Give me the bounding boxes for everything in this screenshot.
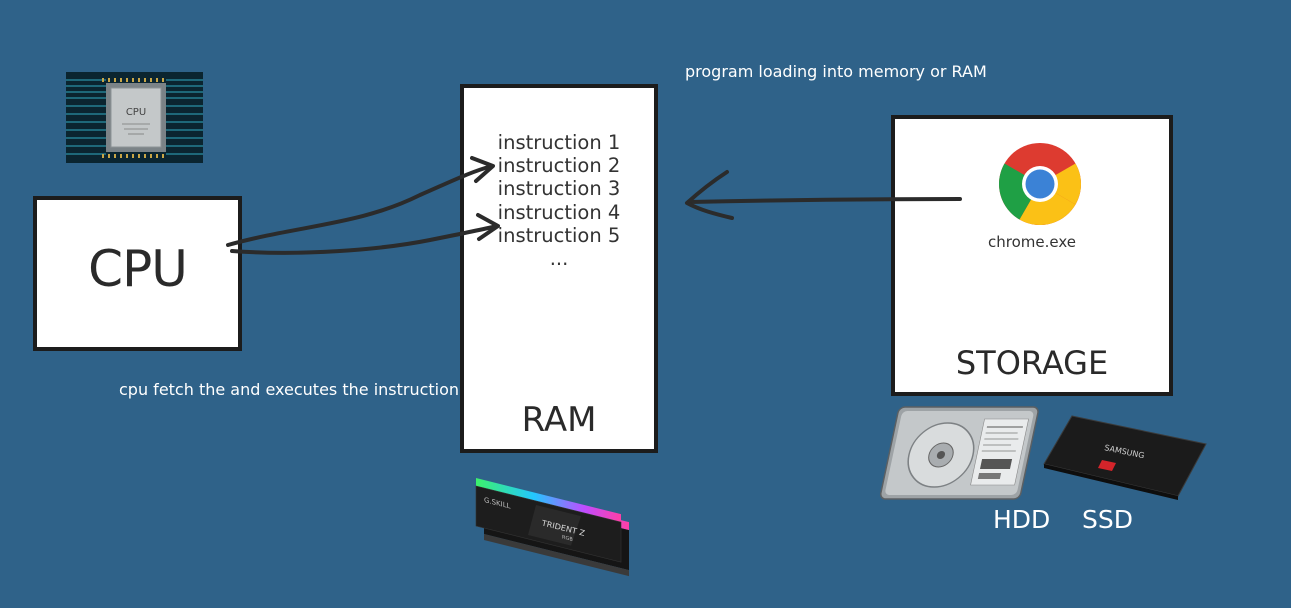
instruction-item: instruction 4 xyxy=(497,200,621,224)
load-arrowhead xyxy=(685,170,734,220)
ram-box: instruction 1 instruction 2 instruction … xyxy=(460,84,658,453)
fetch-arrow-lower xyxy=(230,224,499,255)
ram-module-image: G.SKILL TRIDENT Z RGB xyxy=(475,478,629,577)
instruction-ellipsis: ... xyxy=(549,247,569,271)
chrome-icon xyxy=(999,143,1081,225)
cpu-box: CPU xyxy=(33,196,242,351)
storage-label: STORAGE xyxy=(955,344,1109,382)
hdd-image xyxy=(879,406,1039,500)
fetch-arrowhead-upper xyxy=(470,156,495,183)
instruction-item: instruction 2 xyxy=(497,154,621,178)
hdd-label: HDD xyxy=(993,505,1051,534)
instruction-item: instruction 5 xyxy=(497,223,621,247)
ram-module-sub: RGB xyxy=(562,535,573,544)
cpu-fetch-caption: cpu fetch the and executes the instructi… xyxy=(119,380,460,399)
cpu-chip-image: CPU xyxy=(66,72,203,163)
chrome-exe-label: chrome.exe xyxy=(988,233,1076,251)
fetch-arrow-upper xyxy=(226,164,494,247)
load-arrow-line xyxy=(688,197,962,204)
instruction-item: instruction 1 xyxy=(497,131,621,154)
cpu-chip-label: CPU xyxy=(126,107,146,118)
instruction-list: instruction 1 instruction 2 instruction … xyxy=(464,131,654,270)
storage-box: chrome.exe STORAGE xyxy=(891,115,1173,396)
ssd-label: SSD xyxy=(1082,505,1133,534)
instruction-item: instruction 3 xyxy=(497,177,621,201)
ram-label: RAM xyxy=(521,400,597,440)
cpu-label: CPU xyxy=(88,240,188,298)
program-loading-caption: program loading into memory or RAM xyxy=(685,62,987,81)
ssd-image: SAMSUNG xyxy=(1043,415,1207,500)
fetch-arrowhead-lower xyxy=(476,213,500,241)
